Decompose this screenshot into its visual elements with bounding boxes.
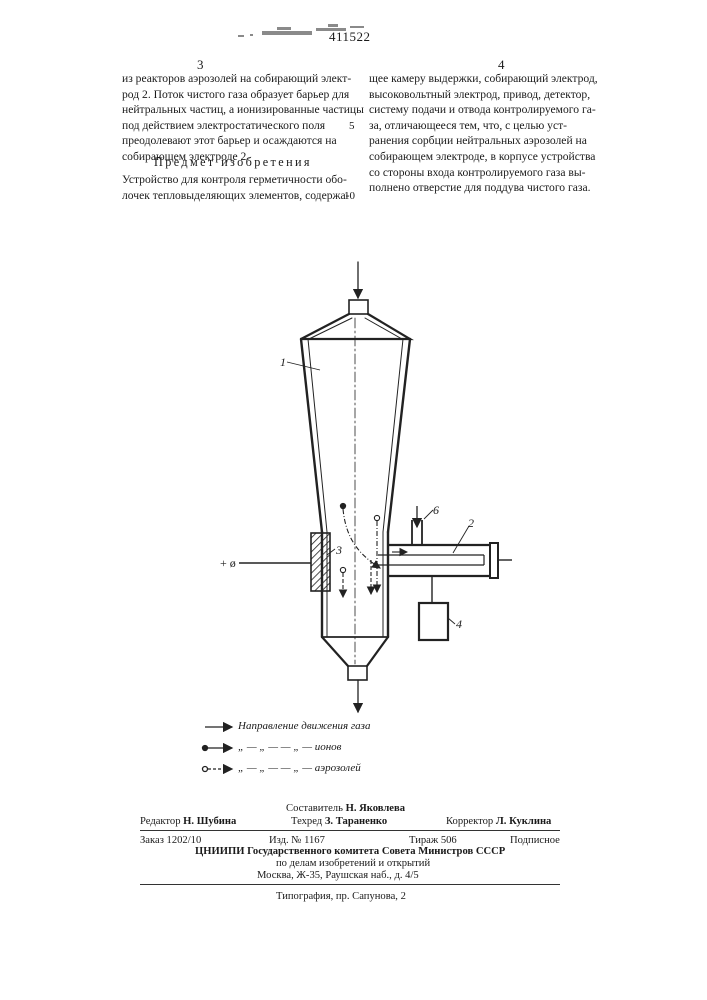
org-address: Москва, Ж-35, Раушская наб., д. 4/5 [257,869,419,882]
body-wall-right [388,339,410,532]
corrector-line: Корректор Л. Куклина [446,815,551,828]
legend-aerosol-label: „ — „ — — „ — аэрозолей [238,762,361,774]
ion-particle [340,503,345,508]
corrector-label: Корректор [446,816,493,827]
order-number: Заказ 1202/10 [140,834,201,847]
label-1: 1 [280,355,286,369]
label-4: 4 [456,617,462,631]
techred-line: Техред З. Тараненко [291,815,387,828]
label-voltage: + ø [220,556,236,570]
aerosol-particle [340,567,345,572]
legend-ion-marker [203,746,208,751]
editor-label: Редактор [140,816,181,827]
compiler-line: Составитель Н. Яковлева [286,802,405,815]
legend-gas-label: Направление движения газа [238,720,370,732]
subscription-note: Подписное [510,834,560,847]
credits-rule [140,830,560,831]
compiler-label: Составитель [286,803,343,814]
collector-tube [378,543,512,578]
credits-rule-bottom [140,884,560,885]
corrector-name: Л. Куклина [496,816,551,827]
aerosol-particle [374,515,379,520]
label-2: 2 [468,516,474,530]
techred-label: Техред [291,816,322,827]
label-6: 6 [433,503,439,517]
legend-ion-label: „ — „ — — „ — ионов [238,741,341,753]
detector [419,576,448,640]
typography-line: Типография, пр. Сапунова, 2 [276,890,406,903]
editor-name: Н. Шубина [183,816,236,827]
label-3: 3 [335,543,342,557]
legend-aerosol-marker [203,767,208,772]
outlet-nozzle [348,666,367,680]
compiler-name: Н. Яковлева [346,803,405,814]
clean-gas-inlet [412,506,422,545]
high-voltage-electrode [311,533,330,591]
editor-line: Редактор Н. Шубина [140,815,236,828]
techred-name: З. Тараненко [325,816,387,827]
inlet-nozzle [349,300,368,314]
